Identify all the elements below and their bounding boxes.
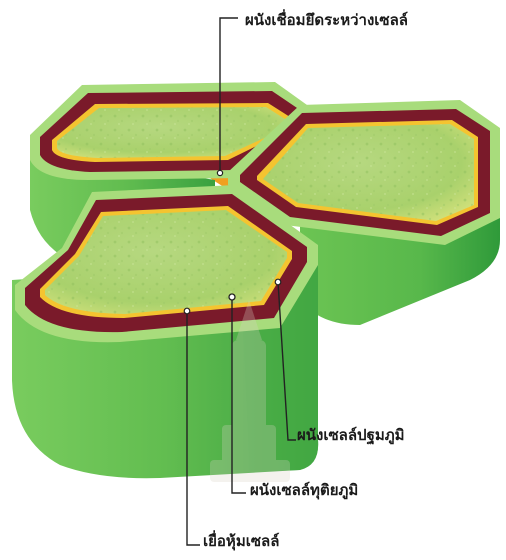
label-primary-wall: ผนังเซลล์ปฐมภูมิ: [297, 428, 405, 443]
dot-primary-wall: [275, 279, 281, 285]
label-middle-lamella: ผนังเชื่อมยึดระหว่างเซลล์: [245, 13, 408, 28]
label-secondary-wall: ผนังเซลล์ทุติยภูมิ: [250, 483, 358, 498]
label-cell-membrane: เยื่อหุ้มเซลล์: [203, 534, 279, 549]
dot-middle-lamella: [217, 170, 222, 175]
dot-secondary-wall: [229, 294, 235, 300]
dot-membrane: [184, 308, 190, 314]
